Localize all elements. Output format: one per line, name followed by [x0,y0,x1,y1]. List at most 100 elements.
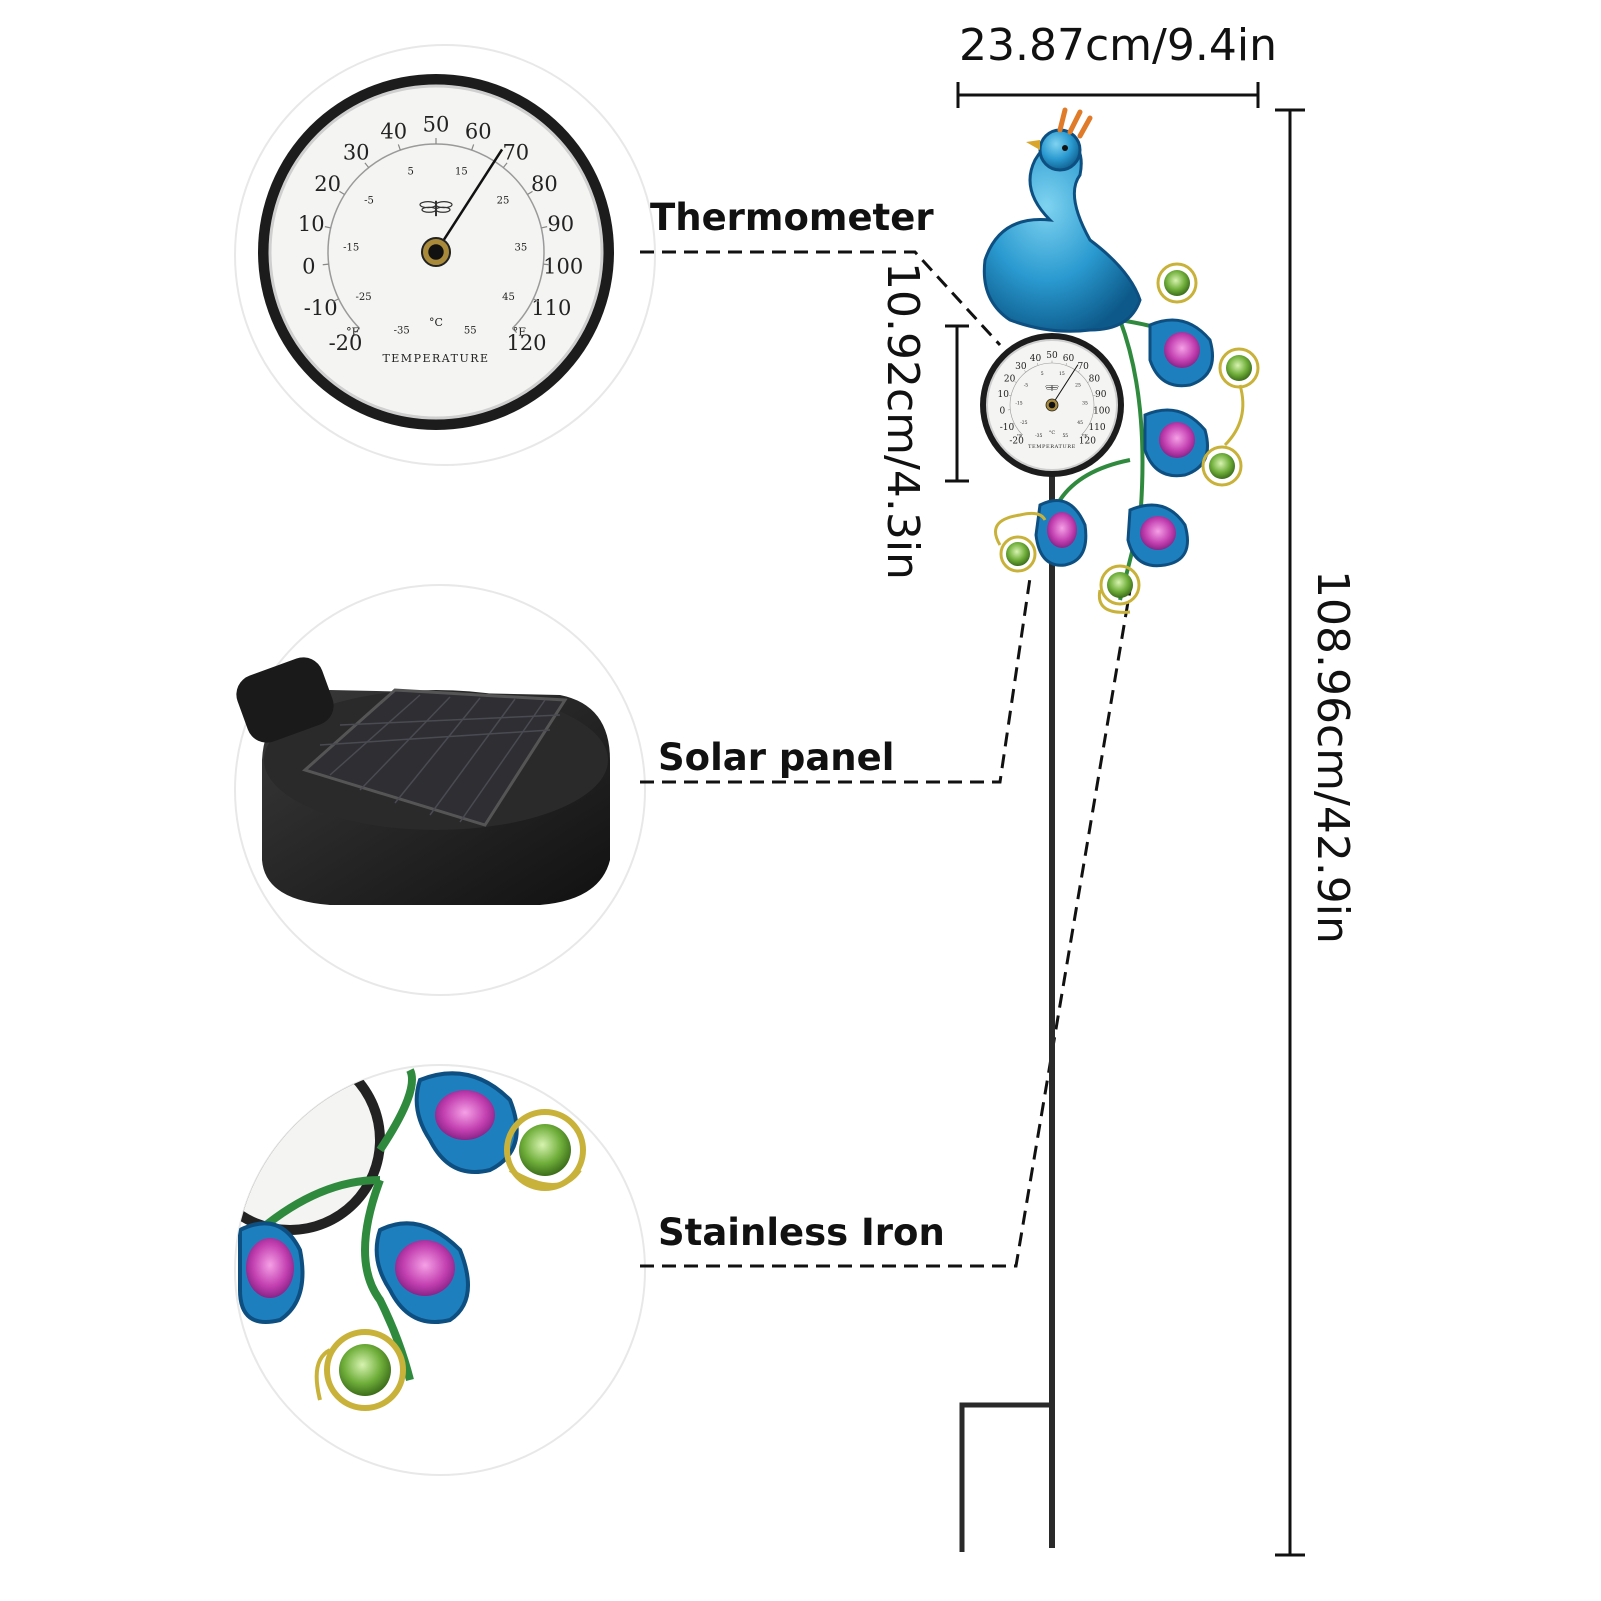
fahrenheit-tick-label: 110 [531,296,571,320]
celsius-tick-label: 15 [455,166,468,177]
dragonfly-icon [1045,385,1059,391]
gem-icon [324,1329,406,1411]
fahrenheit-tick-label: 20 [1004,375,1016,385]
fahrenheit-tick-label: -20 [329,331,363,355]
dial-dimension: 10.92cm/4.3in [877,262,969,580]
solar-panel-leader [640,577,1032,784]
fahrenheit-tick-label: 30 [1015,362,1027,372]
fahrenheit-tick-label: 10 [298,212,325,236]
feather-icon [374,1221,470,1324]
gem-icon [1218,347,1260,389]
fahrenheit-tick-label: 100 [1093,407,1110,417]
celsius-tick-label: 45 [502,292,515,303]
dragonfly-icon [419,200,453,217]
fahrenheit-tick-label: 50 [1046,351,1058,361]
fahrenheit-tick-label: 60 [465,120,492,144]
feather-icon [1148,318,1214,388]
fahrenheit-tick-label: 100 [543,255,583,279]
stake-foot [959,1402,1052,1552]
feather-icon [414,1071,519,1174]
dial-tick [1008,394,1012,396]
dial-tick [1089,423,1093,425]
fahrenheit-tick-label: 0 [302,255,315,279]
celsius-tick-label: 25 [1075,382,1081,388]
celsius-tick-label: -25 [355,292,371,303]
dial-tick [533,298,539,303]
celsius-tick-label: 5 [407,166,413,177]
fahrenheit-tick-label: 90 [1095,390,1107,400]
dial-tick [502,162,508,168]
thermometer-label: Thermometer [650,196,934,239]
celsius-tick-label: -35 [394,325,410,336]
fahrenheit-tick-label: -10 [304,296,338,320]
celsius-tick-label: 45 [1077,420,1083,426]
unit-c-label: °C [1049,430,1055,436]
dial-tick [397,144,401,151]
celsius-tick-label: 35 [514,243,527,254]
height-dimension-label: 108.96cm/42.9in [1307,570,1358,944]
celsius-tick-label: 5 [1041,371,1044,377]
gem-icon [504,1109,586,1191]
solar-panel-label: Solar panel [658,736,894,779]
fahrenheit-tick-label: 80 [531,172,558,196]
height-dimension: 108.96cm/42.9in [1275,108,1358,1557]
dial-arc [327,143,545,329]
fahrenheit-tick-label: -20 [1009,437,1024,447]
dial-tick [511,327,518,334]
dial-tick [1014,381,1017,383]
dial-tick [1065,363,1067,366]
fahrenheit-tick-label: 120 [506,331,546,355]
celsius-tick-label: 55 [464,325,477,336]
dial-tick [527,190,533,196]
dial-tick [322,263,329,266]
dial-tick [471,144,475,151]
dial-tick [1092,394,1096,396]
fahrenheit-tick-label: 50 [423,112,450,136]
dial-tick [333,298,339,303]
fahrenheit-tick-label: 20 [314,172,341,196]
fahrenheit-tick-label: 30 [343,140,370,164]
fahrenheit-tick-label: 40 [1030,354,1042,364]
feather-icon [1034,499,1088,567]
fahrenheit-tick-label: 60 [1063,354,1075,364]
fahrenheit-tick-label: 120 [1079,437,1096,447]
celsius-tick-label: 25 [497,195,510,206]
celsius-tick-label: -15 [343,243,359,254]
gem-icon [1099,564,1141,606]
dial-tick [1081,434,1084,437]
unit-f-label: °F [513,325,527,338]
dial-tick [541,226,548,229]
feather-icon [238,1221,305,1324]
fahrenheit-tick-label: 90 [547,212,574,236]
fahrenheit-tick-label: 0 [999,407,1005,417]
dial-caption: TEMPERATURE [382,352,489,365]
feather-icon [1126,503,1189,568]
unit-f-label: °F [346,325,360,338]
celsius-tick-label: 15 [1059,371,1065,377]
width-dimension-label: 23.87cm/9.4in [959,20,1277,71]
fahrenheit-tick-label: 10 [998,390,1010,400]
dial-tick [543,263,550,266]
dial-tick [354,327,361,334]
fahrenheit-tick-label: 110 [1088,423,1105,433]
stainless-iron-leader [640,589,1132,1268]
gem-icon [1201,445,1243,487]
dial-tick [1011,423,1015,425]
celsius-tick-label: -5 [1024,382,1029,388]
stainless-iron-closeup [234,1064,646,1476]
dial-arc [1009,362,1095,435]
unit-c-label: °C [429,316,443,329]
stainless-iron-label: Stainless Iron [658,1211,945,1254]
fahrenheit-tick-label: 40 [380,120,407,144]
celsius-tick-label: -5 [364,195,374,206]
dial-tick [339,190,345,196]
celsius-tick-label: -25 [1020,420,1027,426]
fahrenheit-tick-label: -10 [1000,423,1015,433]
peacock-body [982,107,1142,333]
feather-icon [1143,408,1209,478]
dial-dimension-label: 10.92cm/4.3in [877,262,928,580]
